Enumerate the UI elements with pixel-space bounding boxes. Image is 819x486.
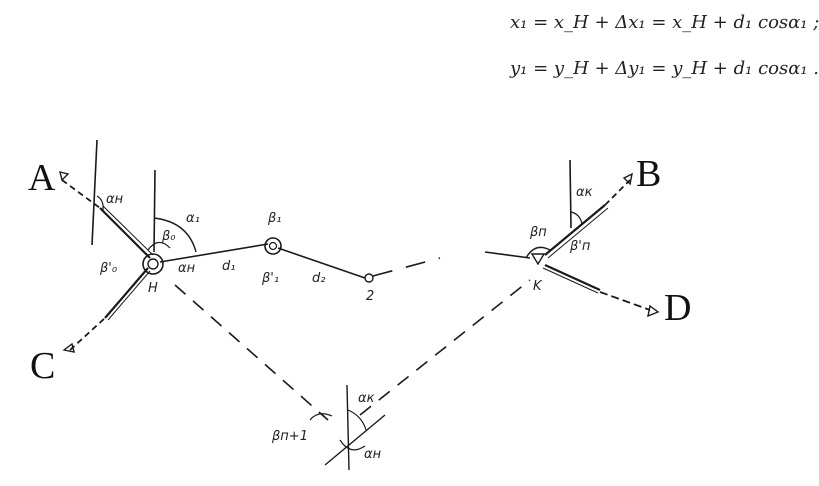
cross-line [324,414,386,466]
line-k-b-double [547,207,609,259]
line-c-h-double [107,270,151,321]
label-a: A [28,157,56,199]
point-k-triangle [530,253,546,266]
arc-beta-0 [147,241,171,251]
line-h-n1 [174,284,329,421]
label-beta-n: βп [529,225,547,240]
label-alpha-1: α₁ [186,211,200,226]
label-d2: d₂ [312,271,325,286]
arc-beta-n [525,246,551,259]
arc-beta-n1 [309,413,333,421]
point-2 [364,273,374,283]
label-d: D [664,287,691,329]
meridian-a [91,139,98,246]
line-n1-k [359,279,531,416]
label-alpha-k-bottom: αк [358,391,375,406]
d-triangle [647,304,660,318]
meridian-bottom [346,384,350,471]
label-beta-0: β₀ [161,229,176,244]
point-h-outer [142,253,164,275]
a-triangle [59,171,70,182]
label-point-2: 2 [366,289,374,304]
label-beta-1: β₁ [267,211,282,226]
traverse-diagram: A B C D H K 2 αн α₁ β₀ β'₀ αн d₁ d₂ β₁ β… [28,139,691,471]
line-k-d-double [542,267,599,294]
label-d1: d₁ [222,259,235,274]
label-k: K [533,279,543,294]
leg-h-1 [159,243,269,263]
arc-alpha-h-bottom [339,439,366,451]
point-h-inner [147,258,159,270]
leg-1-2 [277,247,366,279]
meridian-h [153,169,156,253]
label-alpha-h-bottom: αн [364,447,382,462]
line-d-dash [599,291,651,311]
line-b-dash [604,179,631,206]
meridian-k [569,159,572,229]
label-alpha-h-mid: αн [178,261,196,276]
arc-alpha-1 [153,217,197,253]
line-a-h [99,207,151,259]
formula-y: y₁ = y_H + Δy₁ = y_H + d₁ cosα₁ . [510,58,819,79]
line-k-d [544,263,601,292]
formula-x: x₁ = x_H + Δx₁ = x_H + d₁ cosα₁ ; [510,12,819,33]
point-1-inner [268,241,278,251]
line-c-h [104,267,149,319]
arc-alpha-h-top [96,195,104,211]
label-c: C [30,345,55,387]
leg-to-k [484,251,531,259]
label-h: H [148,281,158,296]
label-alpha-h-top: αн [106,192,124,207]
label-beta-n1: βп+1 [271,429,308,444]
line-a-h-double [102,205,154,256]
label-beta-0-prime: β'₀ [99,261,118,276]
label-b: B [636,153,661,195]
arc-alpha-k-bottom [347,409,367,431]
line-k-b [544,204,606,256]
line-c-dash [69,317,106,351]
b-triangle [622,172,633,186]
point-1-outer [264,237,282,255]
label-beta-1-prime: β'₁ [261,271,279,286]
label-alpha-k-top: αк [576,185,593,200]
leg-2-dash [372,257,441,277]
c-triangle [62,342,75,353]
line-a-dash [61,179,101,209]
arc-alpha-k-top [570,211,583,225]
label-beta-n-prime: β'п [569,239,591,254]
